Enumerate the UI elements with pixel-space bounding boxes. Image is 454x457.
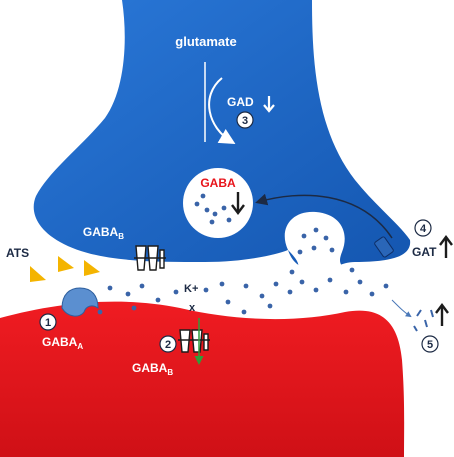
gaba-dot bbox=[259, 293, 265, 299]
gaba-label: GABA bbox=[200, 176, 236, 190]
gaba-dot bbox=[383, 283, 389, 289]
marker-3: 3 bbox=[236, 111, 254, 129]
gaba-dot bbox=[203, 287, 209, 293]
gat-label: GAT bbox=[412, 245, 437, 259]
gaba-dot bbox=[329, 247, 335, 253]
k-plus-label: K+ bbox=[184, 283, 198, 295]
reuptake-arrow bbox=[255, 193, 393, 239]
svg-text:5: 5 bbox=[427, 339, 433, 351]
gaba-dot bbox=[287, 289, 293, 295]
gaba-dot bbox=[139, 283, 145, 289]
right-up-arrow-icon bbox=[435, 303, 449, 326]
gaba-a-label: GABAA bbox=[42, 335, 83, 351]
gaba-down-arrow-icon bbox=[231, 192, 245, 215]
gaba-dot bbox=[225, 299, 231, 305]
glial-uptake-arrow bbox=[391, 299, 412, 318]
marker-2: 2 bbox=[159, 335, 177, 353]
gaba-dot bbox=[125, 291, 131, 297]
gaba-dot bbox=[173, 289, 179, 295]
gad-down-arrow-icon bbox=[263, 96, 275, 113]
gaba-b-pre-label: GABAB bbox=[83, 225, 124, 241]
gaba-dot bbox=[313, 287, 319, 293]
glutamate-label: glutamate bbox=[175, 34, 236, 49]
svg-text:3: 3 bbox=[242, 115, 248, 127]
gaba-dot bbox=[343, 289, 349, 295]
postsynaptic-terminal bbox=[0, 301, 405, 457]
gaba-b-receptor-post bbox=[178, 329, 210, 353]
gaba-a-receptor bbox=[61, 287, 99, 317]
gaba-molecules bbox=[97, 193, 389, 315]
marker-5: 5 bbox=[421, 335, 439, 353]
gad-label: GAD bbox=[227, 95, 254, 109]
gaba-dot bbox=[209, 219, 215, 225]
glial-fragments bbox=[413, 309, 434, 332]
gaba-dot bbox=[212, 211, 218, 217]
marker-4: 4 bbox=[414, 219, 432, 237]
gaba-dot bbox=[219, 281, 225, 287]
gaba-dot bbox=[200, 193, 206, 199]
gaba-dot bbox=[357, 279, 363, 285]
gat-up-arrow-icon bbox=[439, 235, 453, 258]
gaba-dot bbox=[301, 233, 307, 239]
svg-text:4: 4 bbox=[420, 223, 427, 235]
x-mark-label: x bbox=[189, 302, 196, 314]
gaba-dot bbox=[221, 205, 227, 211]
gaba-dot bbox=[313, 227, 319, 233]
svg-text:1: 1 bbox=[45, 317, 51, 329]
gaba-vesicle bbox=[183, 168, 253, 238]
gaba-dot bbox=[349, 267, 355, 273]
gaba-dot bbox=[243, 283, 249, 289]
gaba-dot bbox=[267, 303, 273, 309]
gaba-dot bbox=[273, 281, 279, 287]
gaba-dot bbox=[323, 235, 329, 241]
gaba-dot bbox=[131, 305, 137, 311]
gaba-dot bbox=[311, 245, 317, 251]
gaba-dot bbox=[155, 297, 161, 303]
gaba-dot bbox=[226, 217, 232, 223]
gaba-dot bbox=[204, 207, 210, 213]
fusing-vesicle bbox=[284, 211, 348, 270]
marker-1: 1 bbox=[39, 313, 57, 331]
gaba-dot bbox=[299, 279, 305, 285]
gaba-dot bbox=[297, 249, 303, 255]
gaba-b-post-label: GABAB bbox=[132, 361, 173, 377]
gaba-dot bbox=[369, 291, 375, 297]
gaba-dot bbox=[289, 269, 295, 275]
gaba-dot bbox=[97, 309, 103, 315]
gad-curved-arrow bbox=[208, 77, 236, 145]
gaba-b-receptor-pre bbox=[134, 245, 166, 271]
svg-text:2: 2 bbox=[165, 339, 171, 351]
gaba-dot bbox=[327, 277, 333, 283]
gat-transporter bbox=[374, 236, 394, 258]
gaba-dot bbox=[194, 201, 200, 207]
ats-label: ATS bbox=[6, 246, 29, 260]
gaba-dot bbox=[241, 309, 247, 315]
gaba-dot bbox=[107, 285, 113, 291]
